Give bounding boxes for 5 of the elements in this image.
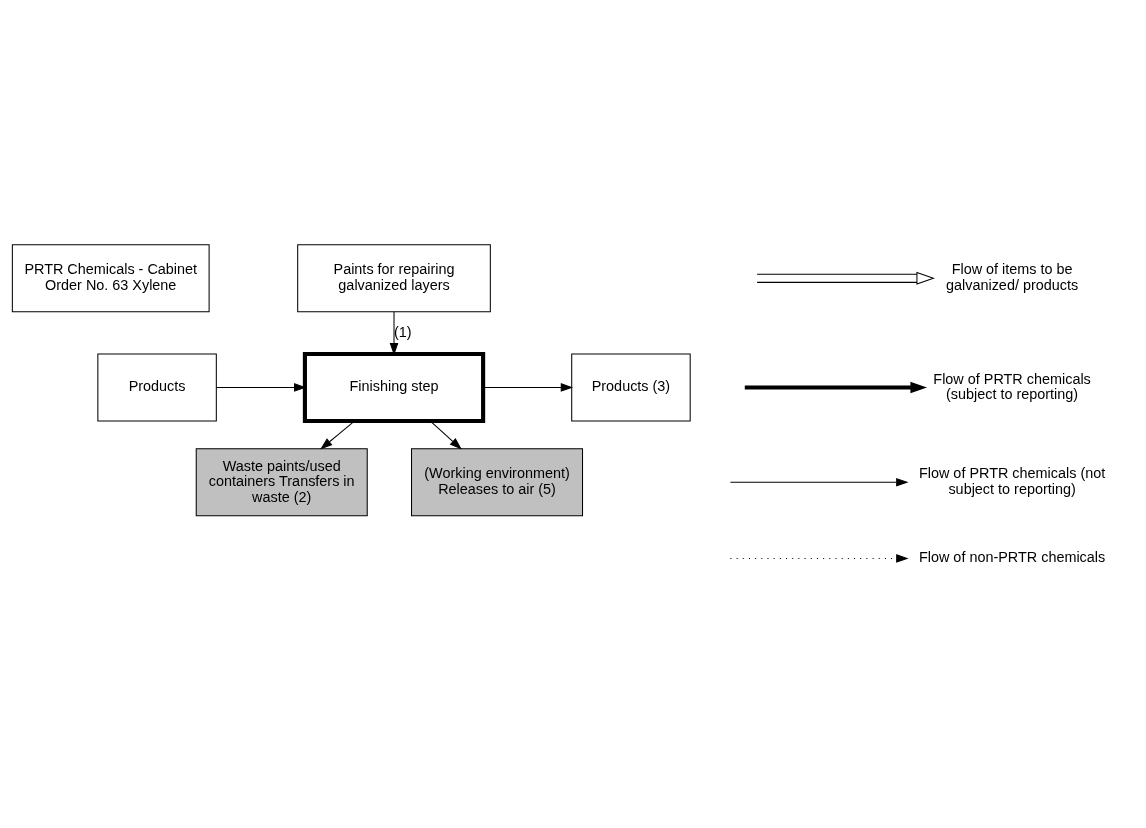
edge-label: (1) bbox=[393, 323, 412, 340]
legend-label: Flow of PRTR chemicals (not subject to reporting) bbox=[918, 464, 1106, 497]
legend-label: Flow of non-PRTR chemicals bbox=[918, 548, 1106, 565]
legend-label: Flow of PRTR chemicals (subject to reporting) bbox=[933, 370, 1091, 402]
legend-label: Flow of items to be galvanized/ products bbox=[946, 260, 1079, 293]
